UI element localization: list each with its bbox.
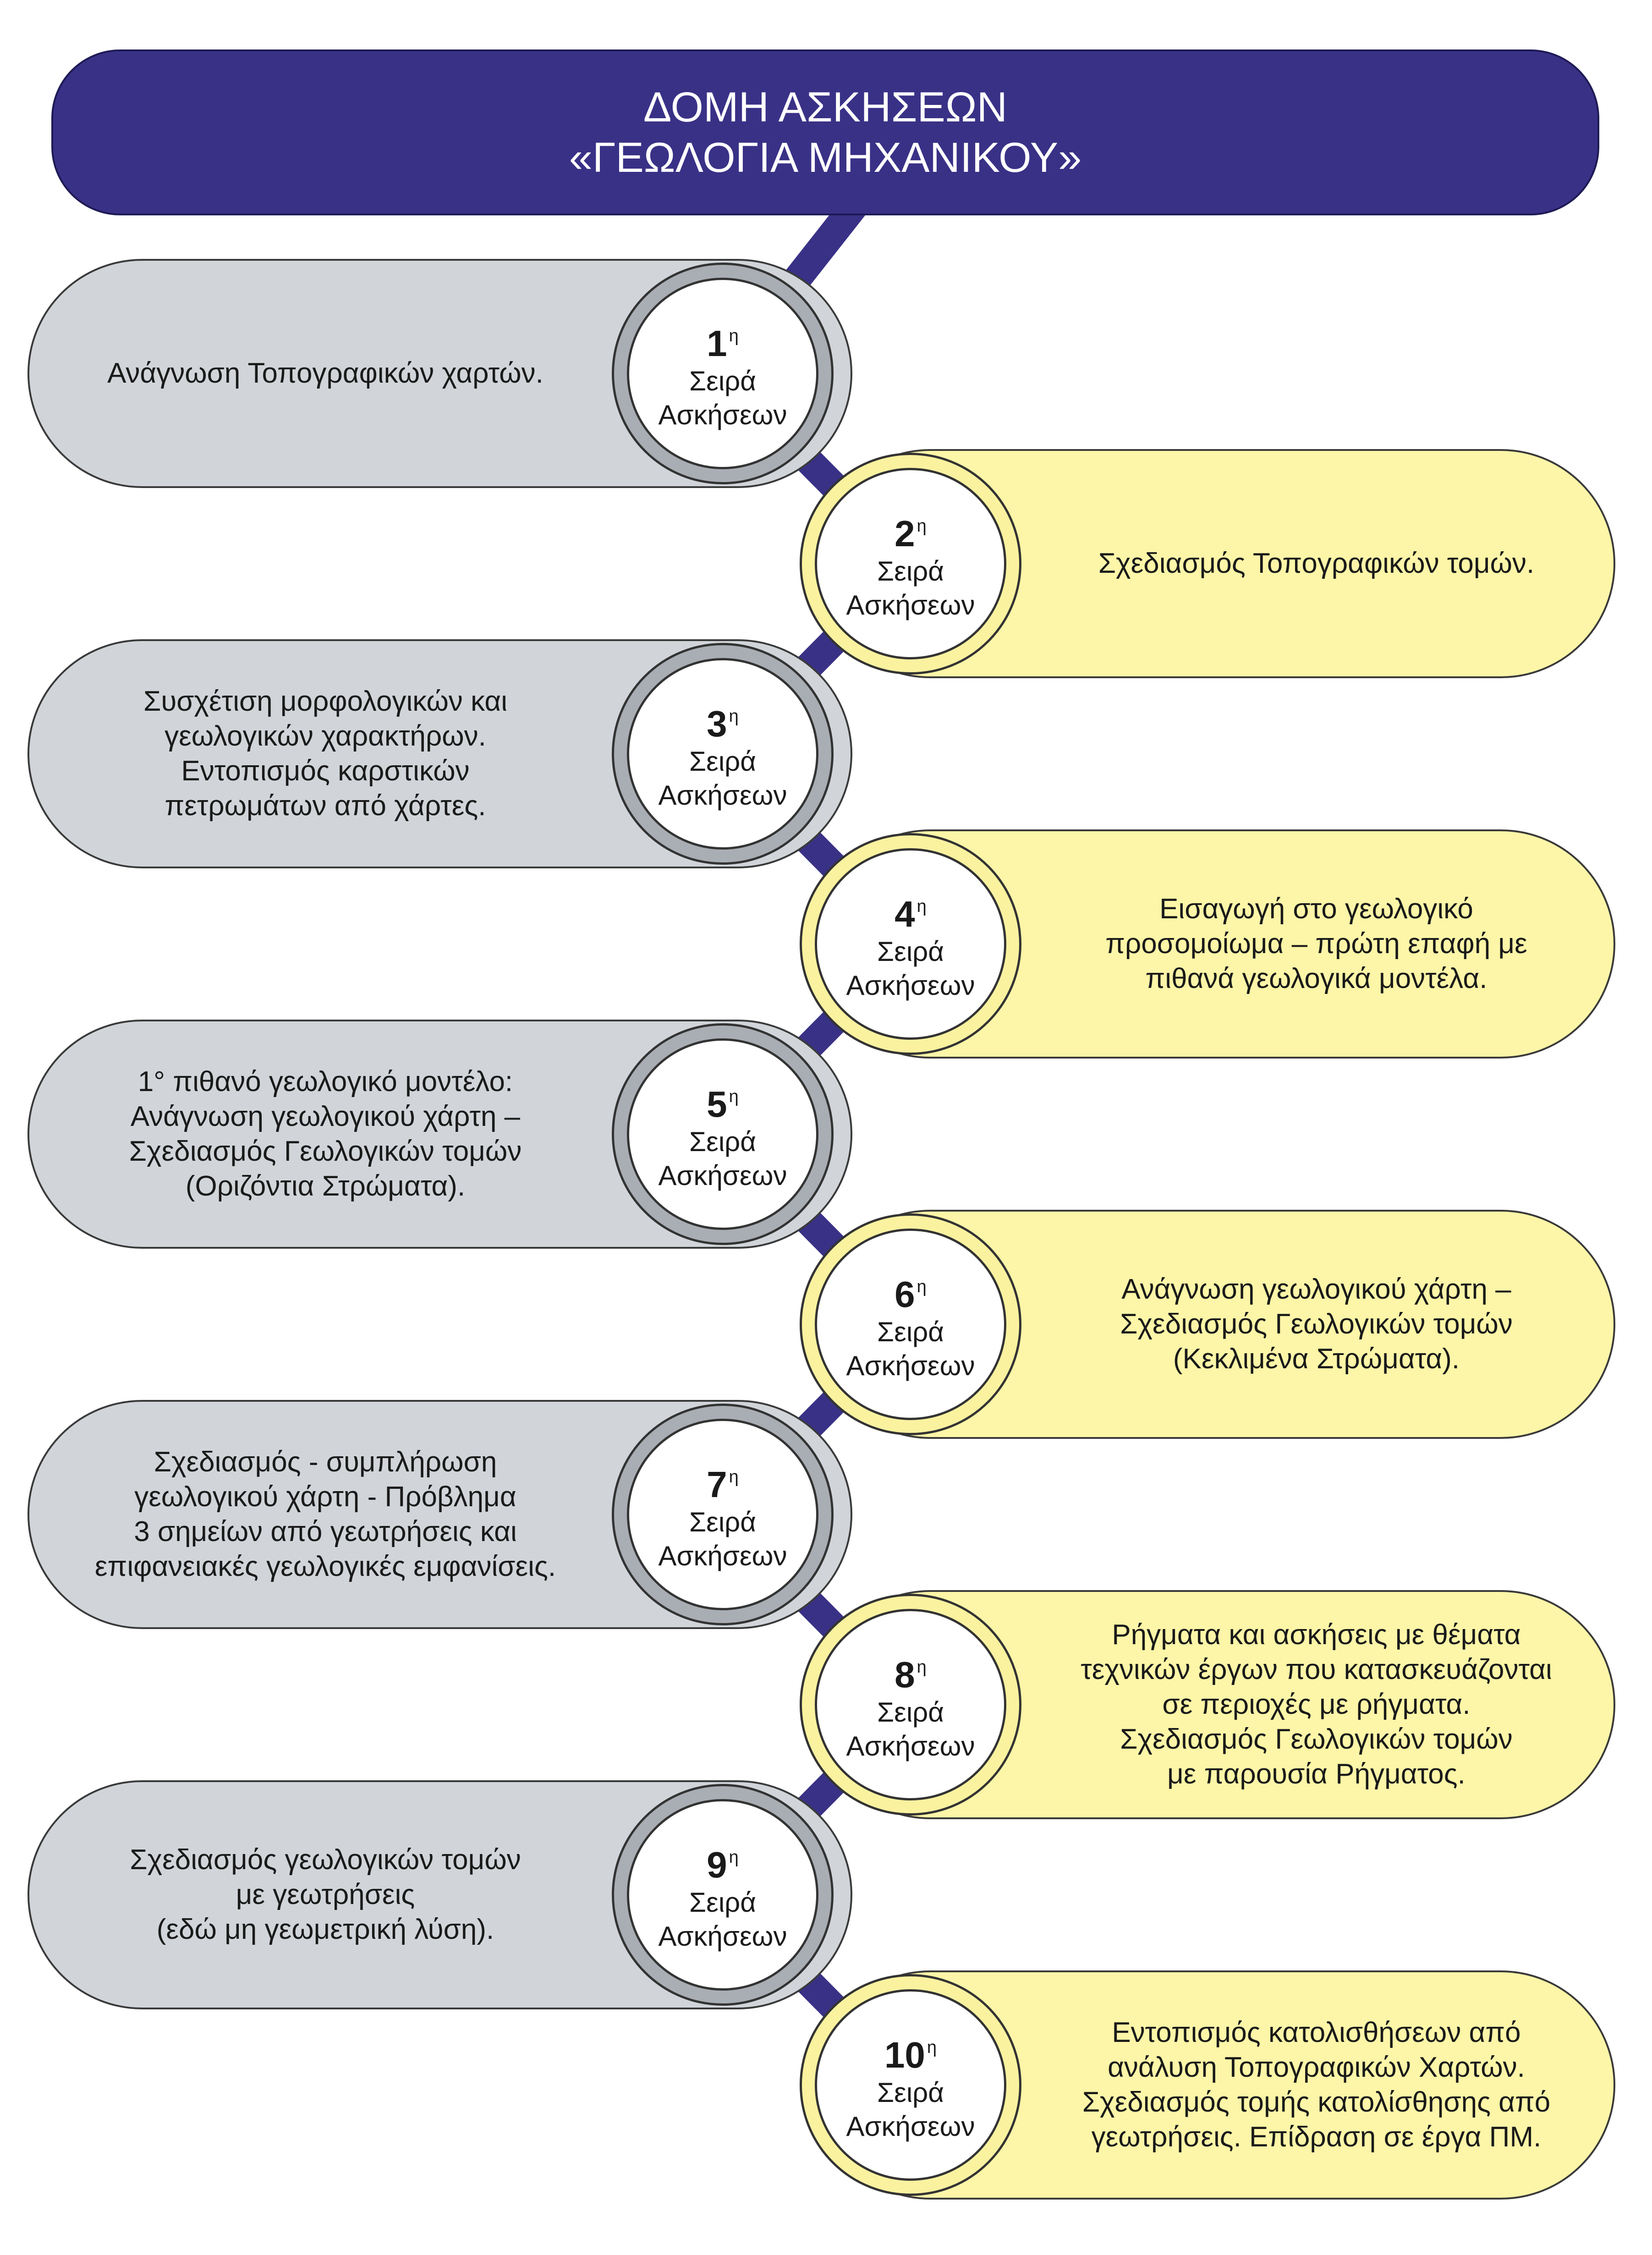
series-number-value: 6 <box>895 1273 915 1315</box>
series-ordinal-suffix: η <box>729 1086 739 1106</box>
series-label-2: Ασκήσεων <box>846 970 975 1001</box>
series-number-value: 3 <box>707 703 727 744</box>
series-label-2: Ασκήσεων <box>846 1350 975 1381</box>
series-ordinal-suffix: η <box>927 2037 937 2057</box>
series-label-1: Σειρά <box>689 1126 756 1157</box>
series-label-2: Ασκήσεων <box>846 589 975 620</box>
title-line-2: «ΓΕΩΛΟΓΙΑ ΜΗΧΑΝΙΚΟΥ» <box>569 134 1082 181</box>
series-label-2: Ασκήσεων <box>658 399 787 430</box>
series-number-value: 4 <box>895 893 915 934</box>
series-ordinal-suffix: η <box>917 896 927 916</box>
series-ordinal-suffix: η <box>729 326 739 346</box>
series-label-2: Ασκήσεων <box>658 1920 787 1952</box>
series-number-value: 5 <box>707 1083 727 1125</box>
series-description: Ανάγνωση Τοπογραφικών χαρτών. <box>107 357 543 389</box>
series-ordinal-suffix: η <box>917 1657 927 1677</box>
series-description: 1° πιθανό γεωλογικό μοντέλο: Ανάγνωση γε… <box>129 1066 522 1202</box>
series-description: Εισαγωγή στο γεωλογικό προσομοίωμα – πρώ… <box>1105 893 1527 994</box>
title-line-1: ΔΟΜΗ ΑΣΚΗΣΕΩΝ <box>643 84 1008 131</box>
series-label-1: Σειρά <box>689 365 756 396</box>
series-label-2: Ασκήσεων <box>846 2111 975 2142</box>
series-ordinal-suffix: η <box>729 1467 739 1487</box>
series-label-1: Σειρά <box>877 555 944 587</box>
series-description: Συσχέτιση μορφολογικών και γεωλογικών χα… <box>143 686 507 822</box>
diagram-title: ΔΟΜΗ ΑΣΚΗΣΕΩΝ «ΓΕΩΛΟΓΙΑ ΜΗΧΑΝΙΚΟΥ» <box>51 49 1599 215</box>
series-description: Ανάγνωση γεωλογικού χάρτη – Σχεδιασμός Γ… <box>1120 1273 1513 1375</box>
series-description: Σχεδιασμός - συμπλήρωση γεωλογικού χάρτη… <box>94 1446 556 1582</box>
series-label-2: Ασκήσεων <box>658 1540 787 1571</box>
series-number-value: 7 <box>707 1464 727 1505</box>
series-number-value: 2 <box>895 513 915 554</box>
series-label-1: Σειρά <box>877 936 944 967</box>
series-label-2: Ασκήσεων <box>846 1730 975 1761</box>
series-label-1: Σειρά <box>877 2077 944 2108</box>
series-number-value: 8 <box>895 1654 915 1695</box>
series-ordinal-suffix: η <box>917 1277 927 1296</box>
series-description: Ρήγματα και ασκήσεις με θέματα τεχνικών … <box>1081 1619 1552 1790</box>
series-number-value: 1 <box>707 323 727 364</box>
series-description: Σχεδιασμός Τοπογραφικών τομών. <box>1098 548 1535 579</box>
series-description: Εντοπισμός κατολισθήσεων από ανάλυση Τοπ… <box>1082 2017 1551 2153</box>
series-label-1: Σειρά <box>877 1696 944 1728</box>
series-description: Σχεδιασμός γεωλογικών τομών με γεωτρήσει… <box>130 1844 521 1945</box>
series-label-1: Σειρά <box>689 1506 756 1537</box>
series-ordinal-suffix: η <box>729 1847 739 1867</box>
series-ordinal-suffix: η <box>729 706 739 726</box>
series-number-value: 9 <box>707 1844 727 1885</box>
series-number-value: 10 <box>884 2034 925 2075</box>
series-label-2: Ασκήσεων <box>658 779 787 811</box>
series-ordinal-suffix: η <box>917 516 927 536</box>
series-label-1: Σειρά <box>877 1316 944 1347</box>
series-label-2: Ασκήσεων <box>658 1160 787 1191</box>
series-label-1: Σειρά <box>689 746 756 777</box>
series-label-1: Σειρά <box>689 1887 756 1918</box>
